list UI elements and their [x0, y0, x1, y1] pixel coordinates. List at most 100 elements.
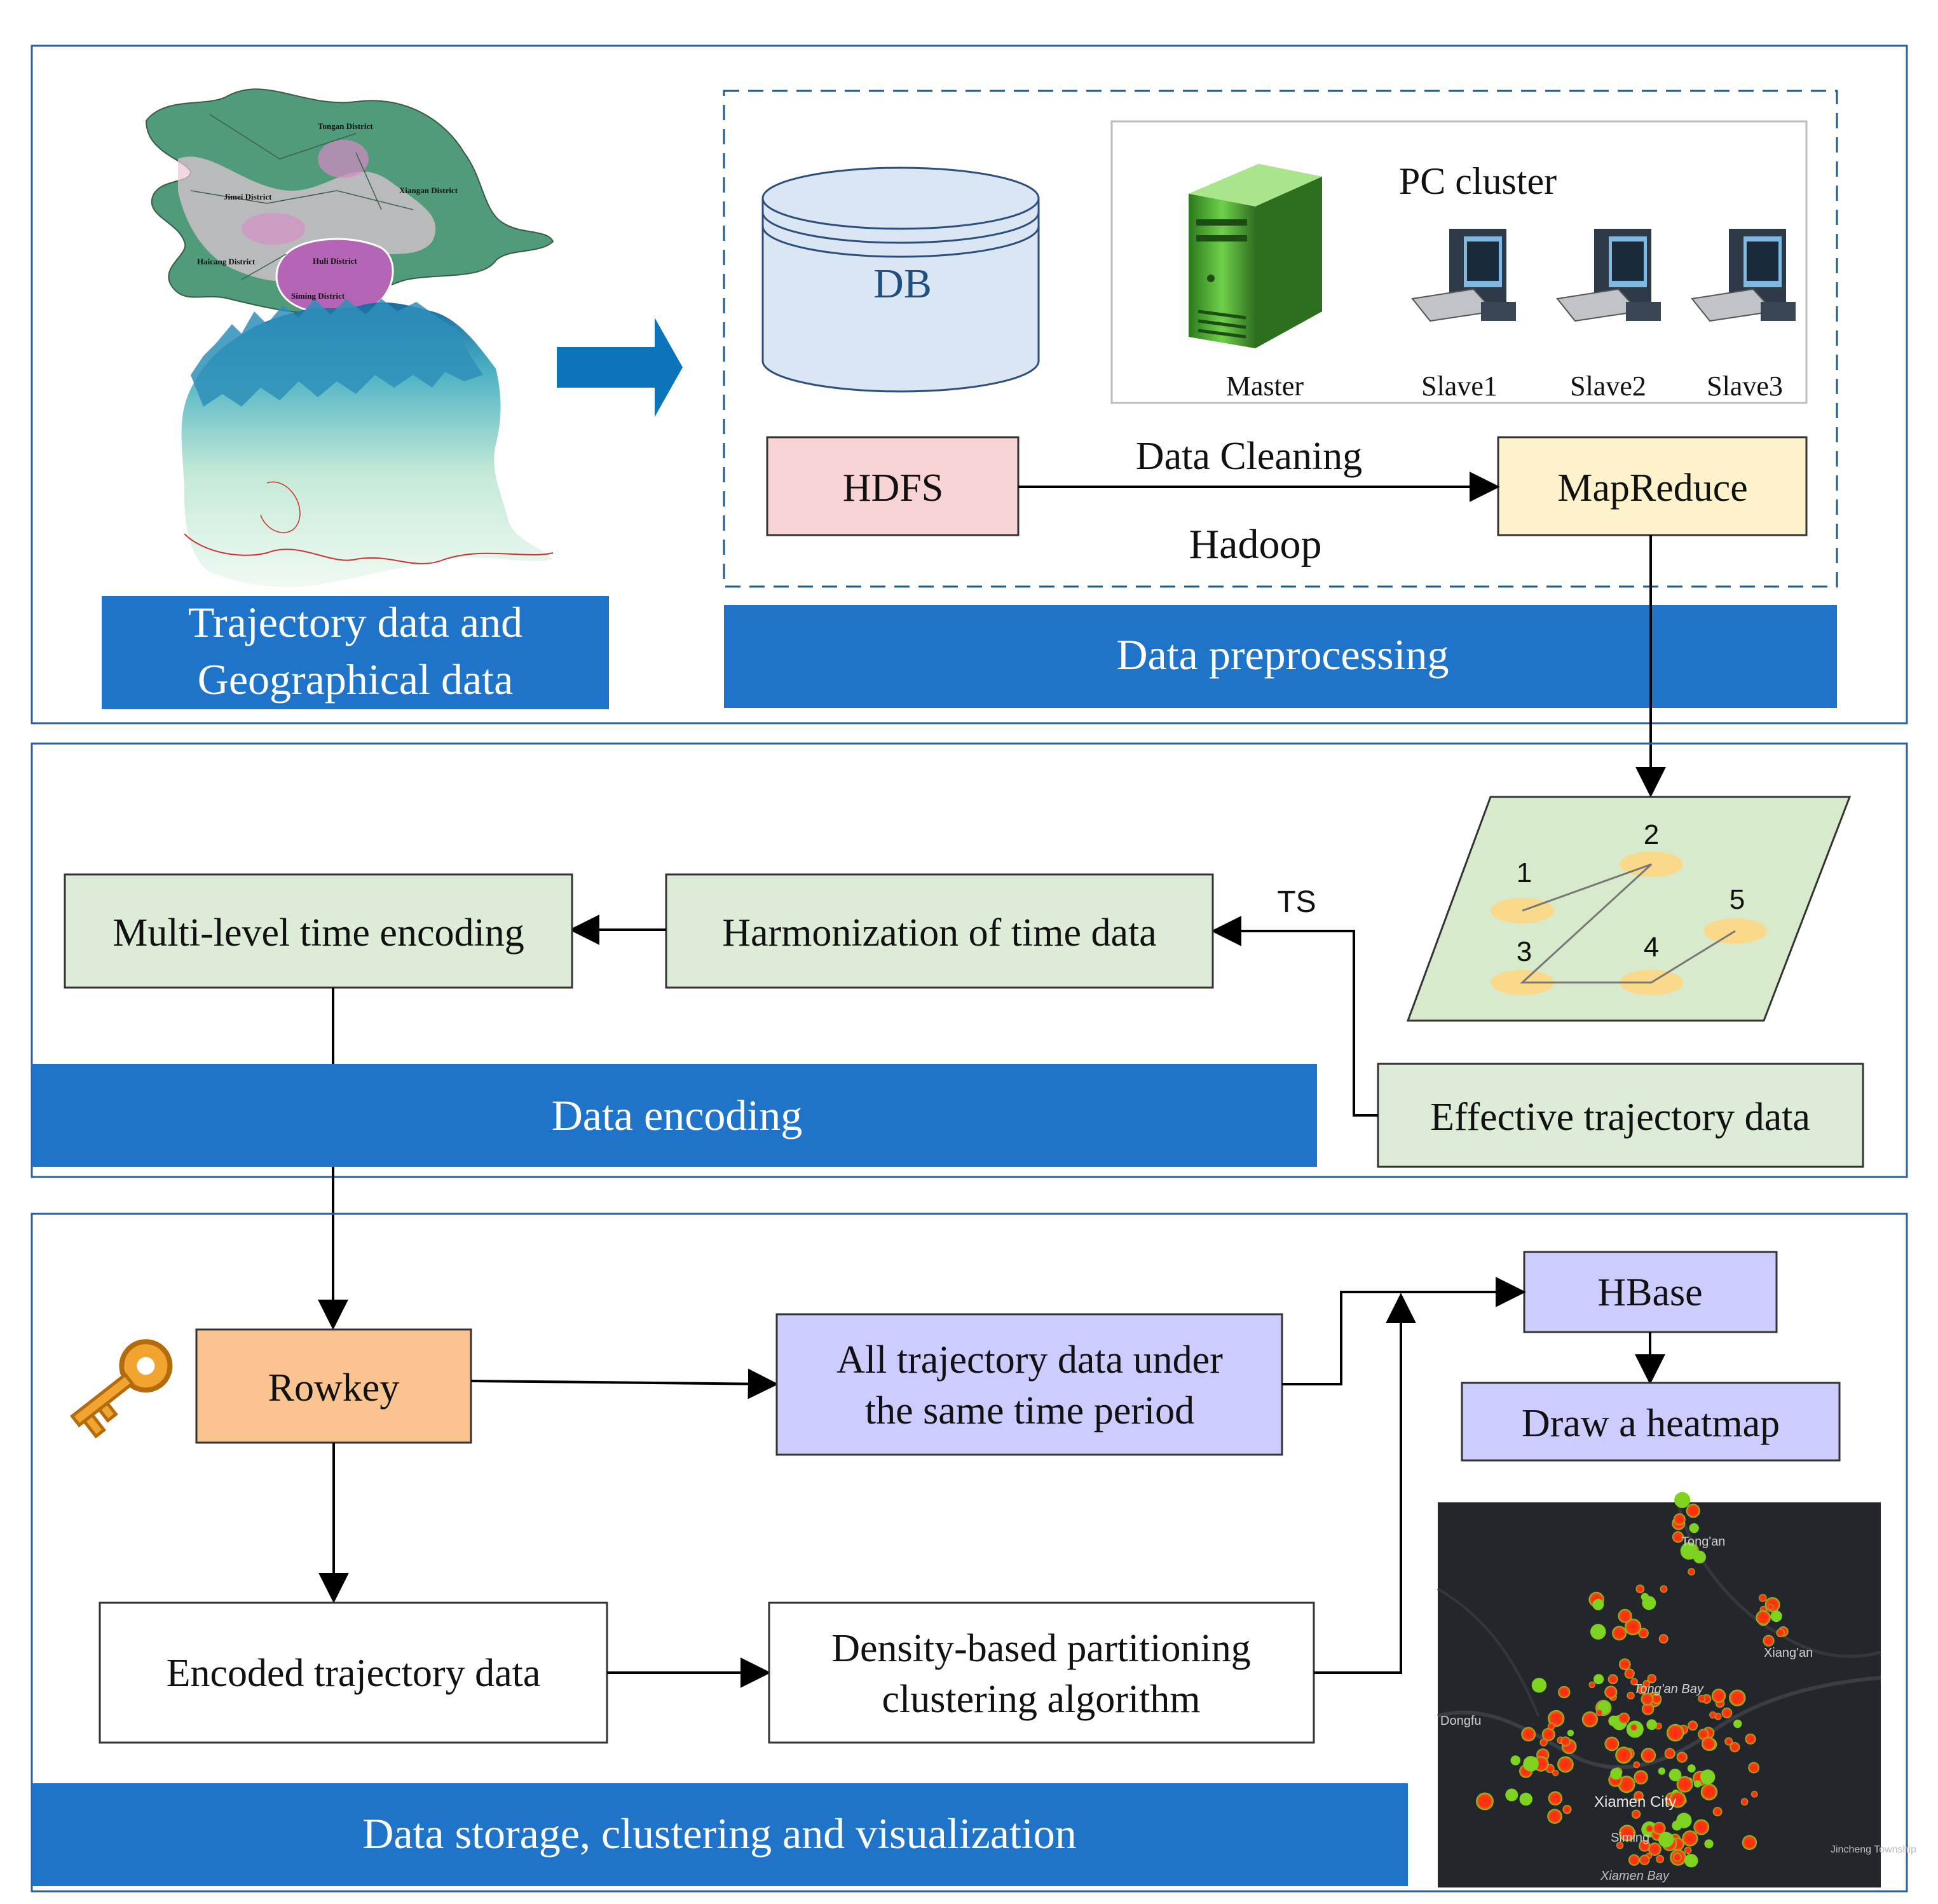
panel-preprocessing-frame	[31, 44, 1908, 724]
heat-spot	[1680, 1542, 1698, 1560]
heat-spot	[1660, 1585, 1668, 1593]
heat-spot	[1531, 1678, 1547, 1693]
map-label-huli: Huli District	[313, 256, 357, 266]
heat-spot	[1630, 1724, 1638, 1731]
heat-spot	[1745, 1733, 1756, 1744]
heat-spot	[1539, 1738, 1548, 1746]
draw-heatmap-box	[1461, 1382, 1841, 1462]
heat-spot	[1557, 1756, 1574, 1773]
heatmap-label-siming: Siming	[1611, 1831, 1649, 1845]
heat-spot	[1770, 1610, 1782, 1622]
heat-spot	[1756, 1610, 1771, 1626]
heatmap-label-jincheng: Jincheng Township	[1831, 1844, 1916, 1855]
heat-spot	[1729, 1689, 1746, 1706]
multi-level-encoding-box	[64, 873, 573, 989]
rowkey-label: Rowkey	[268, 1366, 400, 1410]
mapreduce-box	[1497, 436, 1808, 536]
point-label-3: 3	[1517, 936, 1532, 967]
database-icon	[761, 167, 1040, 393]
heat-spot	[1624, 1668, 1635, 1679]
node-label-master: Master	[1226, 371, 1304, 402]
heat-spot	[1668, 1769, 1682, 1781]
heat-spot	[1698, 1695, 1706, 1703]
heat-spot	[1676, 1776, 1693, 1793]
heat-spot	[1724, 1737, 1733, 1746]
heatmap-visualization: Tong'an Xiang'an Tong'an Bay Dongfu Xiam…	[1436, 1492, 1916, 1887]
heat-spot	[1693, 1551, 1706, 1564]
heat-spot	[1627, 1692, 1635, 1700]
heat-spot	[1523, 1756, 1539, 1772]
harmonization-box	[665, 873, 1214, 989]
panel-encoding-frame	[31, 742, 1908, 1178]
heat-spot	[1676, 1751, 1688, 1763]
heat-spot	[1604, 1685, 1618, 1699]
heat-spot	[1664, 1748, 1675, 1759]
source-data-label-line2: Geographical data	[198, 655, 514, 704]
heatmap-label-xiamen-city: Xiamen City	[1594, 1793, 1676, 1811]
heat-spot	[1552, 1769, 1559, 1776]
heat-spot	[1634, 1791, 1644, 1801]
heat-spot	[1638, 1628, 1649, 1638]
heat-spot	[1607, 1674, 1618, 1685]
heat-spot	[1686, 1504, 1700, 1518]
heat-spot	[1689, 1523, 1699, 1533]
heat-spot	[1759, 1594, 1767, 1602]
encoding-banner	[32, 1064, 1317, 1167]
heat-spot	[1740, 1798, 1749, 1805]
heat-spot	[1721, 1707, 1733, 1718]
heat-spot	[1748, 1762, 1760, 1774]
flow-arrow-icon	[557, 318, 683, 417]
heat-spot	[1709, 1711, 1717, 1719]
heat-spot	[1562, 1805, 1572, 1814]
master-server-icon	[1189, 164, 1322, 348]
encoding-banner-label: Data encoding	[552, 1091, 803, 1139]
heat-spot	[1521, 1727, 1536, 1742]
heat-spot	[1763, 1635, 1775, 1647]
heatmap-label-xiamen-bay: Xiamen Bay	[1600, 1869, 1670, 1883]
map-label-haicang: Haicang District	[197, 257, 256, 266]
heat-spot	[1751, 1790, 1758, 1798]
trajectory-plane	[1406, 796, 1852, 1022]
heat-spot	[1560, 1736, 1571, 1746]
heat-spot	[1669, 1791, 1686, 1808]
hdfs-box	[766, 436, 1020, 536]
heat-spot	[1730, 1742, 1740, 1753]
heat-spot	[1624, 1618, 1642, 1636]
heat-spot	[1590, 1624, 1606, 1640]
heat-spot	[1604, 1736, 1620, 1751]
point-label-4: 4	[1644, 932, 1659, 963]
draw-heatmap-label: Draw a heatmap	[1522, 1402, 1780, 1445]
heat-spot	[1672, 1531, 1684, 1543]
heat-spot	[1588, 1681, 1595, 1689]
heat-spot	[1674, 1492, 1691, 1508]
slave3-computer-icon	[1691, 229, 1796, 322]
point-label-5: 5	[1730, 884, 1745, 915]
heat-spot	[1656, 1854, 1664, 1863]
mapreduce-label: MapReduce	[1557, 466, 1748, 510]
heat-spot	[1676, 1812, 1692, 1828]
all-trajectory-label-line1: All trajectory data under	[836, 1338, 1223, 1382]
heat-spot	[1693, 1780, 1702, 1788]
heat-spot	[1658, 1634, 1668, 1644]
heatmap-label-tongan: Tong'an	[1681, 1535, 1725, 1549]
db-label: DB	[873, 261, 932, 307]
slave1-computer-icon	[1411, 229, 1516, 322]
heat-spot	[1700, 1769, 1716, 1785]
heat-spot	[1733, 1719, 1742, 1729]
effective-trajectory-label: Effective trajectory data	[1430, 1096, 1810, 1139]
heat-spot	[1658, 1832, 1674, 1847]
heat-spot	[1658, 1767, 1666, 1775]
encoded-trajectory-label: Encoded trajectory data	[167, 1652, 541, 1695]
all-trajectory-box	[775, 1313, 1283, 1456]
heat-spot	[1712, 1807, 1723, 1817]
heat-spot	[1767, 1603, 1774, 1610]
point-label-2: 2	[1644, 819, 1659, 850]
heat-spot	[1647, 1674, 1656, 1683]
heat-spot	[1615, 1746, 1633, 1764]
source-data-banner	[102, 596, 609, 709]
heat-spot	[1742, 1835, 1757, 1850]
heat-spot	[1711, 1689, 1726, 1703]
heat-spot	[1702, 1736, 1716, 1751]
heat-spot	[1510, 1755, 1521, 1765]
